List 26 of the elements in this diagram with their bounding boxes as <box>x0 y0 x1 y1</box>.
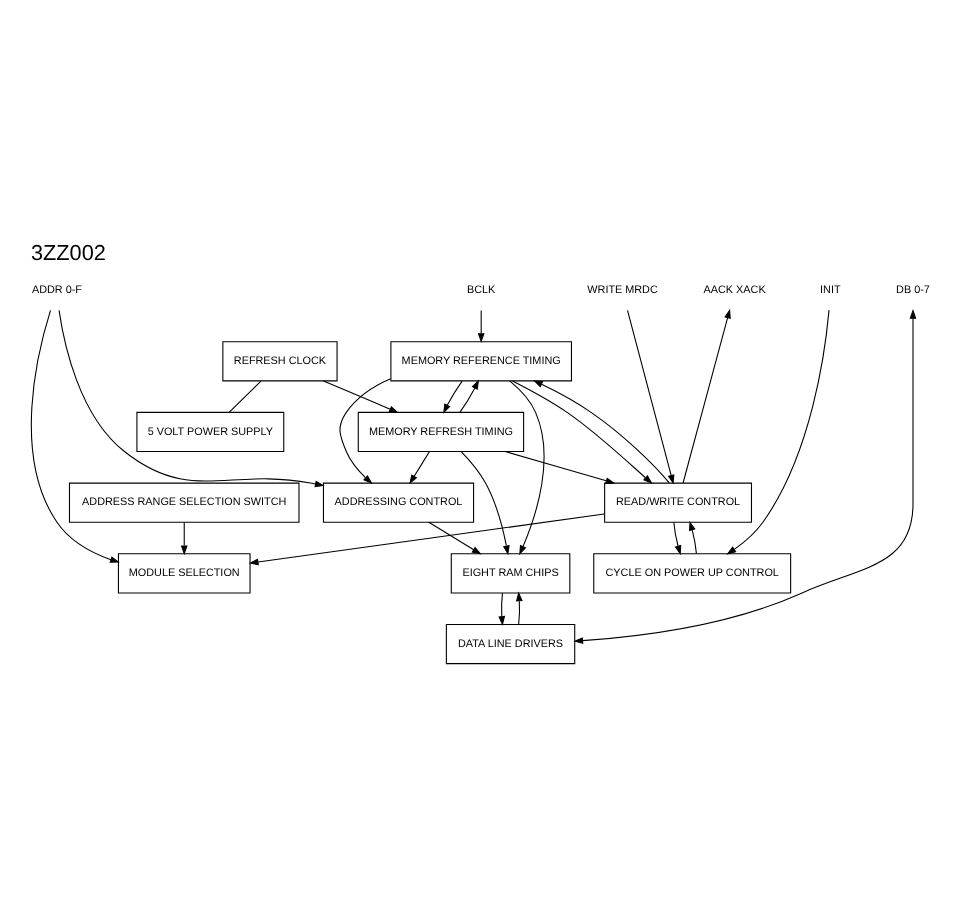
arrow <box>673 521 682 556</box>
arrow <box>459 379 479 413</box>
arrow <box>689 520 697 555</box>
arrow <box>339 378 392 485</box>
arrow <box>428 521 482 555</box>
arrow <box>504 451 616 485</box>
arrow <box>682 308 731 484</box>
arrow <box>409 451 430 485</box>
arrow <box>460 451 510 556</box>
arrow <box>726 309 830 555</box>
arrow <box>509 380 545 556</box>
arrow <box>626 309 675 485</box>
arrow <box>443 380 463 414</box>
arrow <box>477 309 485 344</box>
arrow <box>573 308 917 645</box>
arrow <box>511 380 653 484</box>
arrow <box>58 309 325 488</box>
connector <box>228 380 262 413</box>
arrow <box>248 513 605 566</box>
arrow <box>498 592 506 626</box>
arrow <box>533 380 670 484</box>
arrow <box>180 521 188 556</box>
arrow <box>30 309 120 563</box>
arrow <box>515 591 523 625</box>
diagram-title: 3ZZ002 <box>30 242 106 267</box>
arrow <box>322 380 399 413</box>
